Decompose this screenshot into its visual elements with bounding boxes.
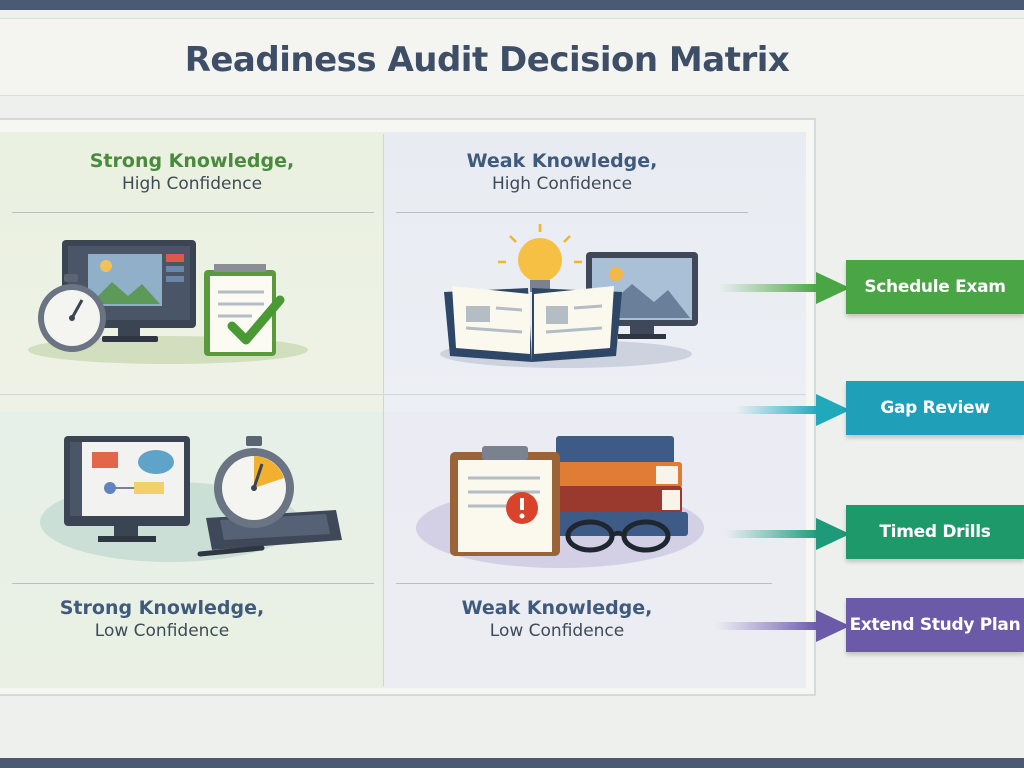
- heading-rule: [12, 212, 374, 213]
- action-gap-review: Gap Review: [846, 381, 1024, 435]
- matrix-horizontal-divider: [0, 394, 806, 395]
- heading-line2: Low Confidence: [489, 620, 625, 641]
- heading-strong-low: Strong Knowledge, Low Confidence: [0, 597, 324, 642]
- illustration-strong-low: [40, 436, 342, 562]
- heading-rule: [396, 212, 748, 213]
- heading-line1: Strong Knowledge,: [59, 597, 265, 619]
- page-title: Readiness Audit Decision Matrix: [184, 40, 790, 80]
- stopwatch-icon: [214, 436, 294, 528]
- illustration-weak-low: [416, 436, 704, 568]
- open-book-icon: [444, 286, 622, 362]
- heading-strong-high: Strong Knowledge, High Confidence: [0, 150, 384, 195]
- monitor-icon: [64, 436, 190, 542]
- illustration-weak-high: [440, 224, 698, 368]
- heading-weak-high: Weak Knowledge, High Confidence: [384, 150, 740, 195]
- checklist-icon: [204, 264, 285, 356]
- heading-line1: Weak Knowledge,: [466, 150, 658, 172]
- clipboard-alert-icon: [450, 446, 560, 556]
- bottom-border: [0, 758, 1024, 768]
- stopwatch-icon: [38, 274, 106, 352]
- heading-line1: Weak Knowledge,: [461, 597, 653, 619]
- heading-line2: Low Confidence: [94, 620, 230, 641]
- heading-weak-low: Weak Knowledge, Low Confidence: [384, 597, 730, 642]
- book-stack-icon: [550, 436, 688, 536]
- illustration-strong-high: [28, 240, 308, 364]
- title-panel: [0, 18, 1024, 96]
- arrow-gap-review: [736, 394, 850, 426]
- heading-rule: [396, 583, 772, 584]
- action-schedule-exam: Schedule Exam: [846, 260, 1024, 314]
- arrow-extend-study-plan: [716, 610, 850, 642]
- arrow-schedule-exam: [718, 272, 850, 304]
- arrow-timed-drills: [726, 518, 850, 550]
- heading-rule: [12, 583, 374, 584]
- heading-line2: High Confidence: [121, 173, 263, 194]
- heading-line1: Strong Knowledge,: [89, 150, 295, 172]
- matrix-vertical-divider: [383, 134, 384, 686]
- action-extend-study-plan: Extend Study Plan: [846, 598, 1024, 652]
- action-timed-drills: Timed Drills: [846, 505, 1024, 559]
- top-border: [0, 0, 1024, 10]
- heading-line2: High Confidence: [491, 173, 633, 194]
- glasses-icon: [565, 519, 671, 553]
- lightbulb-icon: [498, 224, 582, 292]
